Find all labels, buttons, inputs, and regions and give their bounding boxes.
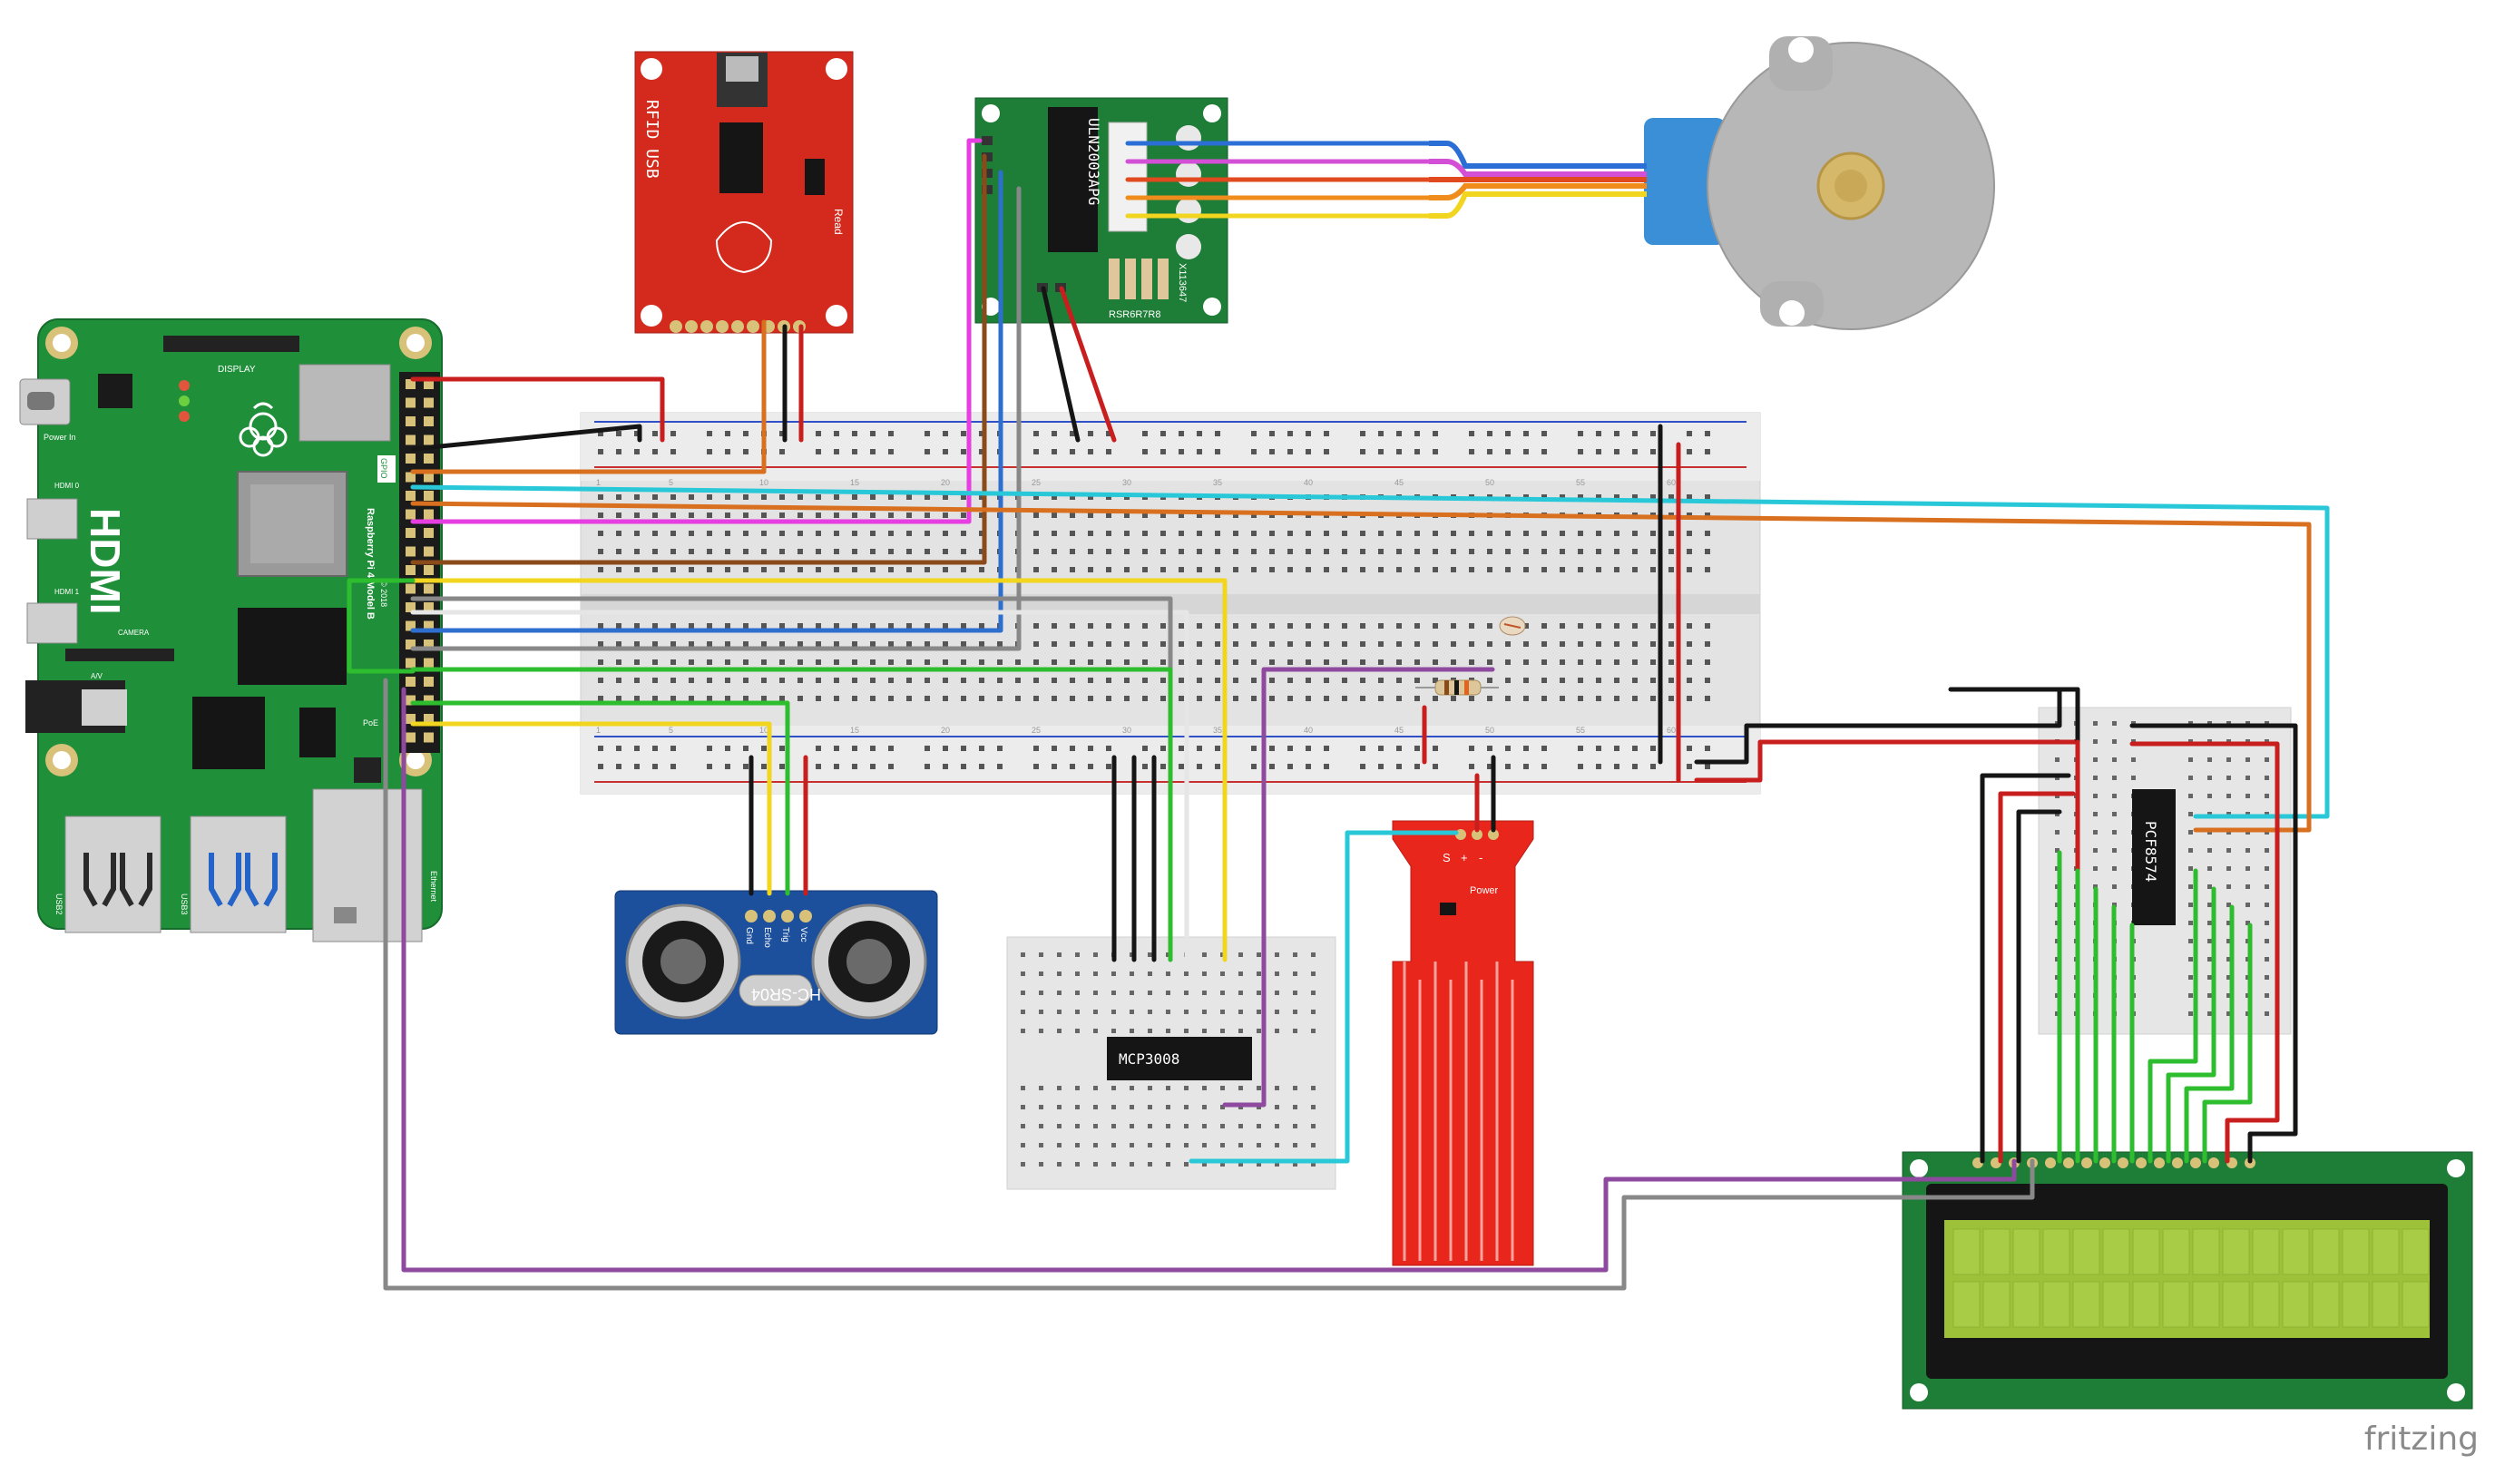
breadboard-row-number: 60 <box>1667 726 1676 735</box>
pi-hdmi1-label: HDMI 1 <box>54 588 80 596</box>
breadboard-row-number: 1 <box>596 726 601 735</box>
breadboard-row-number: 1 <box>596 478 601 487</box>
wires <box>347 138 2330 1291</box>
rfid-module: RFID USB Read <box>634 51 854 334</box>
ultrasonic-pin-gnd: Gnd <box>744 927 754 944</box>
breadboard-row-number: 5 <box>669 726 673 735</box>
pi-hdmi-label: HDMI <box>82 508 129 615</box>
photoresistor <box>1499 616 1526 636</box>
raspberry-logo-icon <box>239 402 288 457</box>
water-pin-plus: + <box>1461 851 1468 864</box>
adc-chip-label: MCP3008 <box>1119 1050 1179 1068</box>
water-level-sensor: S + - Power <box>1392 820 1534 1266</box>
pi-ethernet-label: Ethernet <box>429 871 438 903</box>
ultrasonic-sensor: HC-SR04 Gnd Echo Trig Vcc <box>614 890 938 1035</box>
breadboard-row-number: 30 <box>1122 478 1131 487</box>
breadboard-row-number: 35 <box>1213 726 1222 735</box>
breadboard-row-number: 55 <box>1576 726 1585 735</box>
breadboard-row-number: 50 <box>1485 478 1494 487</box>
rfid-read-label: Read <box>832 209 845 235</box>
breadboard-row-number: 40 <box>1304 726 1313 735</box>
breadboard-row-number: 10 <box>759 478 768 487</box>
rfid-title: RFID USB <box>642 100 661 179</box>
breadboard-row-number: 15 <box>850 478 859 487</box>
pi-av-label: A/V <box>91 672 103 680</box>
pi-power-label: Power In <box>44 433 76 442</box>
breadboard-row-number: 45 <box>1394 478 1404 487</box>
breadboard-row-number: 60 <box>1667 478 1676 487</box>
pi-poe-label: PoE <box>363 718 378 727</box>
breadboard-row-number: 20 <box>941 726 950 735</box>
raspberry-pi-board: DISPLAY Power In HDMI 0 HDMI 1 HDMI CAME… <box>19 318 443 942</box>
breadboard-row-number: 25 <box>1032 478 1041 487</box>
water-power-label: Power <box>1470 885 1499 896</box>
pi-model-label: Raspberry Pi 4 Model B <box>365 508 376 620</box>
driver-code1: X113647 <box>1177 263 1188 302</box>
pi-gpio-label: GPIO <box>379 458 388 479</box>
driver-chip-label: ULN2003APG <box>1085 118 1102 205</box>
ultrasonic-pin-echo: Echo <box>762 927 772 948</box>
ultrasonic-pin-vcc: Vcc <box>798 927 808 942</box>
breadboard-row-number: 15 <box>850 726 859 735</box>
driver-code2: RSR6R7R8 <box>1109 309 1160 320</box>
expander-chip: PCF8574 <box>2132 789 2176 925</box>
breadboard-row-number: 50 <box>1485 726 1494 735</box>
breadboard-row-number: 10 <box>759 726 768 735</box>
pi-year-label: © 2018 <box>379 581 388 607</box>
motor-cable <box>1429 141 1647 219</box>
stepper-motor <box>1644 36 1995 330</box>
breadboard-row-number: 5 <box>669 478 673 487</box>
water-pin-s: S <box>1443 851 1451 864</box>
pi-usb2-label: USB2 <box>54 893 64 915</box>
pi-camera-label: CAMERA <box>118 629 150 637</box>
pi-hdmi0-label: HDMI 0 <box>54 482 80 490</box>
breadboard-row-number: 45 <box>1394 726 1404 735</box>
breadboard-row-number: 25 <box>1032 726 1041 735</box>
breadboard-row-number: 30 <box>1122 726 1131 735</box>
lcd-display <box>1902 1151 2473 1410</box>
stepper-driver-board: ULN2003APG X113647 RSR6R7R8 <box>974 97 1228 324</box>
adc-chip: MCP3008 <box>1107 1037 1252 1080</box>
breadboard-row-number: 20 <box>941 478 950 487</box>
breadboard-row-number: 35 <box>1213 478 1222 487</box>
breadboard-row-number: 40 <box>1304 478 1313 487</box>
expander-chip-label: PCF8574 <box>2142 821 2159 882</box>
ultrasonic-name: HC-SR04 <box>751 985 821 1003</box>
resistor <box>1415 679 1499 696</box>
water-pin-minus: - <box>1479 851 1482 864</box>
ultrasonic-pin-trig: Trig <box>780 927 790 942</box>
fritzing-watermark: fritzing <box>2364 1421 2479 1458</box>
pi-usb3-label: USB3 <box>180 893 189 915</box>
pi-display-label: DISPLAY <box>218 365 256 375</box>
breadboard-row-number: 55 <box>1576 478 1585 487</box>
